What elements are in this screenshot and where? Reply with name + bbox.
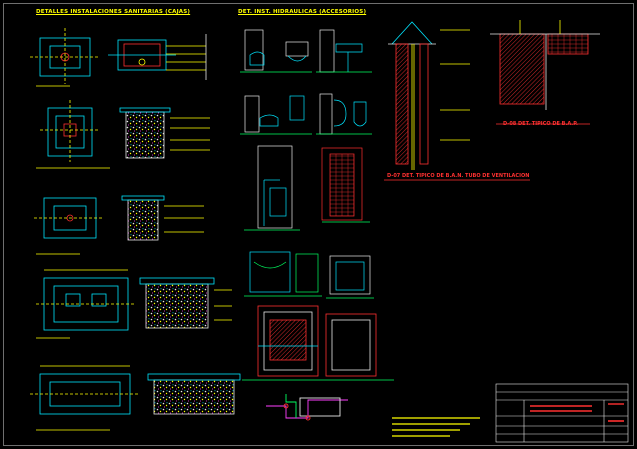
box-detail-5 [30,365,241,431]
general-notes [392,417,480,437]
heading-sanitary-boxes: DETALLES INSTALACIONES SANITARIAS (CAJAS… [36,9,191,15]
fixtures-row-2 [240,93,372,135]
box-detail-4 [36,269,232,339]
heading-hydraulic-fittings: DET. INST. HIDRAULICAS (ACCESORIOS) [238,9,367,15]
cistern-detail [242,305,394,381]
title-block [495,383,629,443]
box-detail-2 [36,100,210,169]
fixtures-row-1 [240,29,372,73]
drawing-frame [3,3,634,446]
pipe-schematic [266,394,348,421]
shower-detail [244,145,370,231]
box-detail-1 [30,28,207,87]
box-detail-3 [34,195,204,255]
bap-detail-drawing [490,20,600,125]
heading-vent-detail: D-07 DET. TIPICO DE B.A.N. TUBO DE VENTI… [387,173,530,179]
tank-detail [244,251,374,299]
vent-detail-drawing [384,21,530,181]
